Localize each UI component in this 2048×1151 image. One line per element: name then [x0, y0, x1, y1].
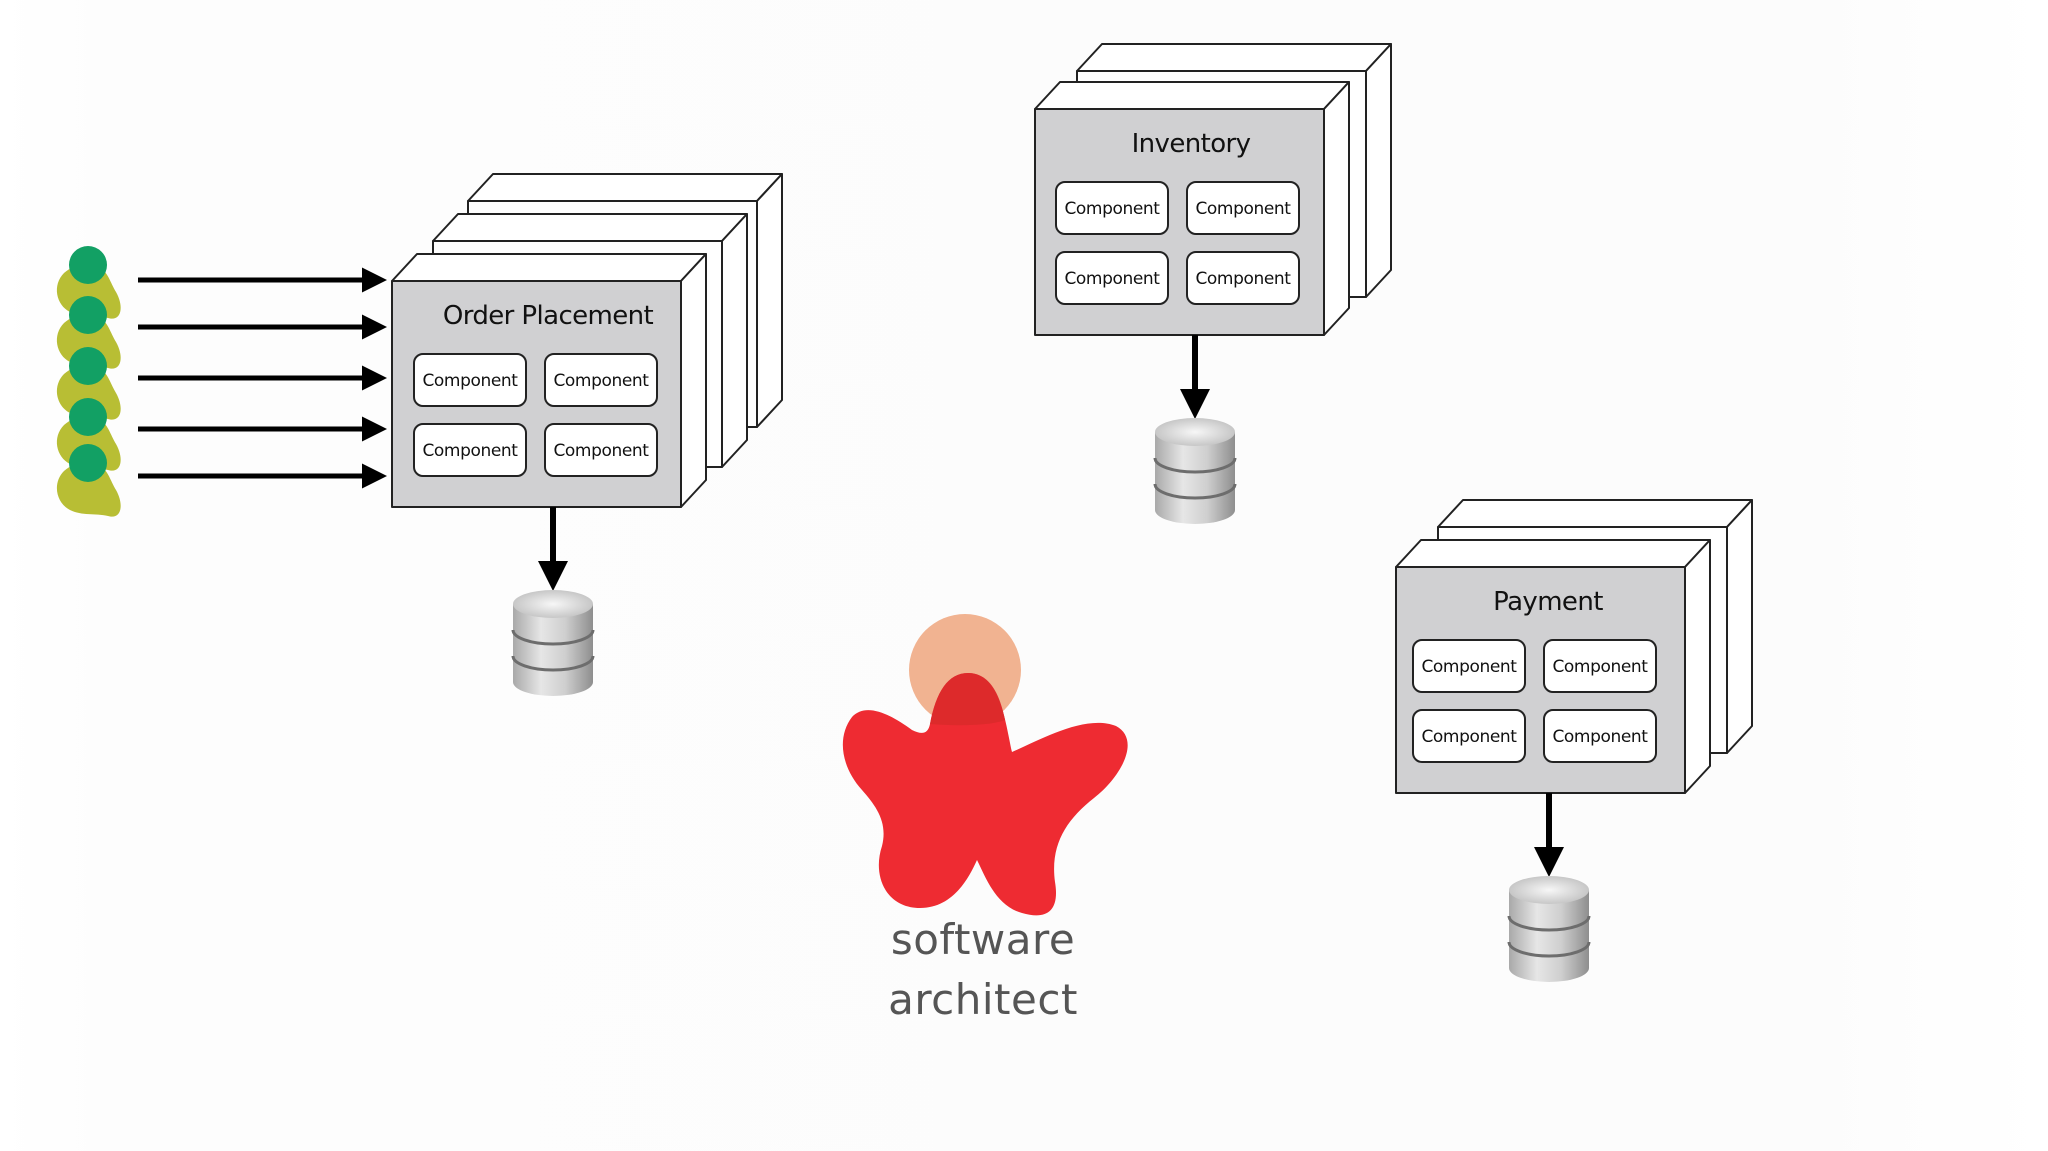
software-architect-figure: software architect — [842, 614, 1128, 1024]
component-label: Component — [422, 371, 518, 391]
component-box: Component — [544, 353, 658, 407]
component-label: Component — [1195, 269, 1291, 289]
component-label: Component — [422, 441, 518, 461]
component-label: Component — [1552, 657, 1648, 677]
component-box: Component — [1055, 251, 1169, 305]
database-icon — [1507, 876, 1591, 982]
architect-head-overlap — [930, 673, 1005, 726]
component-label: Component — [1552, 727, 1648, 747]
component-box: Component — [1543, 709, 1657, 763]
order-placement-service: Order Placement Component Component Comp… — [391, 173, 783, 508]
component-box: Component — [1412, 709, 1526, 763]
inventory-service: Inventory Component Component Component … — [1034, 43, 1392, 336]
component-box: Component — [413, 353, 527, 407]
component-box: Component — [1543, 639, 1657, 693]
payment-service: Payment Component Component Component Co… — [1395, 499, 1753, 794]
component-box: Component — [413, 423, 527, 477]
service-title: Order Placement — [443, 301, 654, 331]
component-label: Component — [1421, 657, 1517, 677]
component-label: Component — [553, 441, 649, 461]
component-box: Component — [1186, 251, 1300, 305]
component-box: Component — [1412, 639, 1526, 693]
architect-label-line2: architect — [888, 975, 1078, 1024]
component-box: Component — [1055, 181, 1169, 235]
component-box: Component — [1186, 181, 1300, 235]
user-icon — [56, 444, 121, 517]
component-label: Component — [1064, 269, 1160, 289]
request-arrows — [138, 267, 387, 489]
component-box: Component — [544, 423, 658, 477]
component-label: Component — [1064, 199, 1160, 219]
service-title: Inventory — [1132, 129, 1251, 159]
database-icon — [1153, 418, 1237, 524]
database-icon — [511, 590, 595, 696]
architect-label-line1: software — [891, 915, 1075, 964]
users-group — [56, 246, 121, 517]
component-label: Component — [1195, 199, 1291, 219]
component-label: Component — [1421, 727, 1517, 747]
component-label: Component — [553, 371, 649, 391]
architect-body-icon — [842, 673, 1128, 916]
service-title: Payment — [1493, 587, 1603, 617]
